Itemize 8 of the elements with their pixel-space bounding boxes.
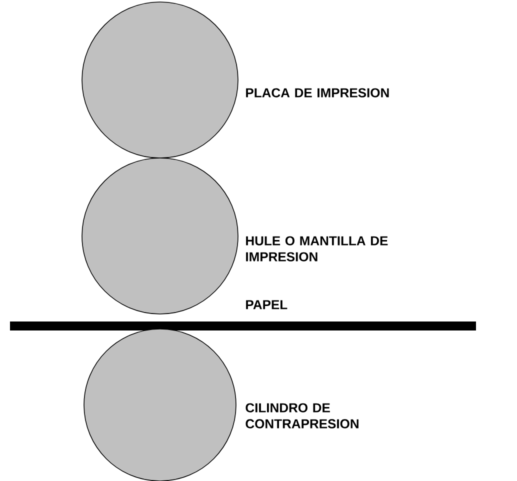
part-label: PAPEL — [246, 300, 288, 310]
part-label: PLACA DE IMPRESION — [246, 88, 389, 98]
part-label: HULE O MANTILLA DE IMPRESION — [246, 236, 388, 262]
roller-circle — [82, 158, 238, 314]
part-label: CILINDRO DE CONTRAPRESION — [246, 403, 358, 428]
paper-sheet — [10, 322, 476, 330]
roller-circle — [82, 2, 238, 158]
roller-circle — [84, 328, 236, 481]
